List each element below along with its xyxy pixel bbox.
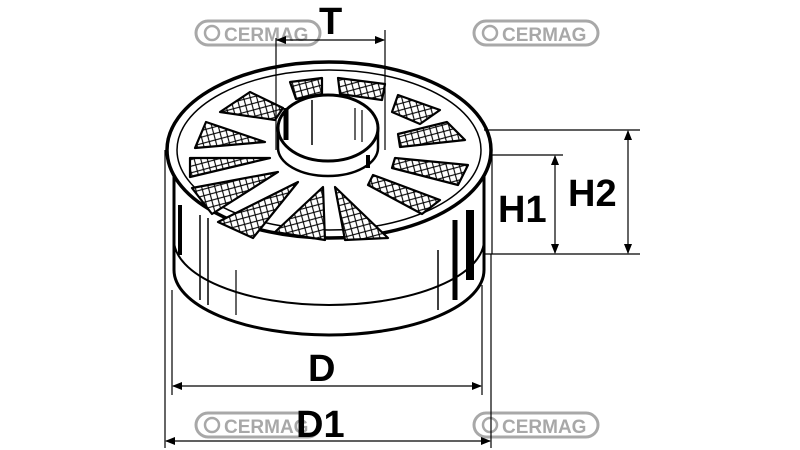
watermark-bottom-right: CERMAG (472, 411, 600, 439)
dimension-label-h1: H1 (498, 189, 547, 231)
watermark-top-left: CERMAG (194, 19, 322, 47)
mesh-segments (188, 76, 470, 242)
watermark-text: CERMAG (224, 417, 308, 438)
dimension-lines (164, 30, 640, 448)
watermark-text: CERMAG (502, 25, 586, 46)
watermark-top-right: CERMAG (472, 19, 600, 47)
dimension-label-t: T (319, 1, 342, 43)
dimension-label-d1: D1 (296, 404, 345, 446)
filter-body (165, 60, 493, 337)
watermark-text: CERMAG (224, 25, 308, 46)
watermark-text: CERMAG (502, 417, 586, 438)
dimension-label-h2: H2 (568, 173, 617, 215)
dimension-label-d: D (308, 348, 335, 390)
